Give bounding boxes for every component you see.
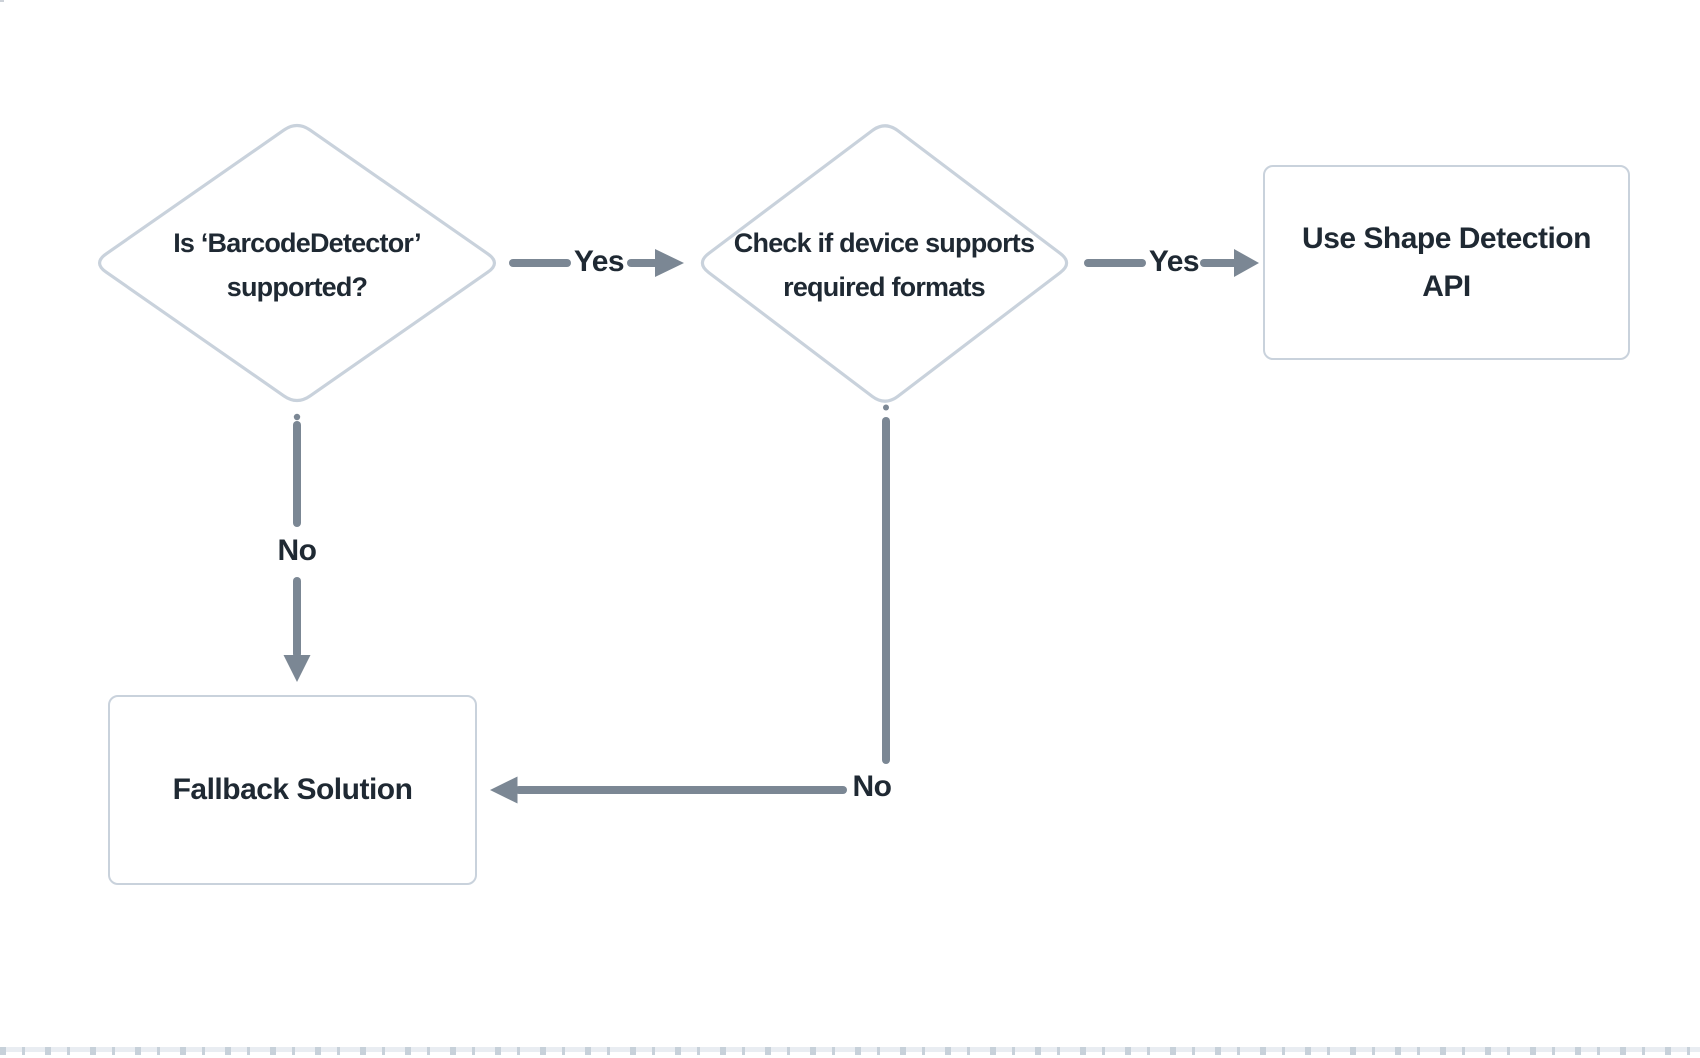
edge-label-no-1: No xyxy=(277,534,318,567)
decision-label-line: Check if device supports xyxy=(733,228,1035,258)
edge-label-yes-2: Yes xyxy=(1148,245,1200,278)
arrowhead-down-icon xyxy=(283,655,311,682)
edge-yes-formats-to-shape-api xyxy=(1084,249,1259,277)
edge-no-barcode-to-fallback xyxy=(283,413,311,682)
decision-label-line: supported? xyxy=(226,272,368,302)
edge-start-dot xyxy=(883,404,889,411)
process-box-fallback-solution: Fallback Solution xyxy=(108,695,477,885)
edge-no-formats-to-fallback xyxy=(490,404,890,804)
arrowhead-right-icon xyxy=(655,249,684,277)
edge-label-yes-1: Yes xyxy=(573,245,625,278)
decision-label-line: Is ‘BarcodeDetector’ xyxy=(173,228,421,258)
decision-diamond-format-support xyxy=(700,124,1069,403)
decision-label-line: required formats xyxy=(783,272,986,302)
process-box-label: Fallback Solution xyxy=(172,773,413,806)
corner-speck xyxy=(0,0,4,2)
decision-label-format-support: Check if device supports required format… xyxy=(664,221,1104,309)
edge-yes-barcode-to-formats xyxy=(509,249,684,277)
arrowhead-left-icon xyxy=(490,776,518,804)
edge-label-no-2: No xyxy=(852,770,893,803)
bottom-cutoff-strip xyxy=(0,1047,1700,1055)
process-box-label: Use Shape Detection API xyxy=(1302,215,1591,311)
process-box-shape-detection-api: Use Shape Detection API xyxy=(1263,165,1630,360)
decision-label-barcode-supported: Is ‘BarcodeDetector’ supported? xyxy=(97,221,497,309)
decision-diamond-barcode-supported xyxy=(97,123,497,403)
process-label-line: API xyxy=(1422,269,1471,303)
arrowhead-right-icon xyxy=(1234,249,1259,277)
process-label-line: Use Shape Detection xyxy=(1302,221,1591,255)
edge-start-dot xyxy=(293,413,301,421)
